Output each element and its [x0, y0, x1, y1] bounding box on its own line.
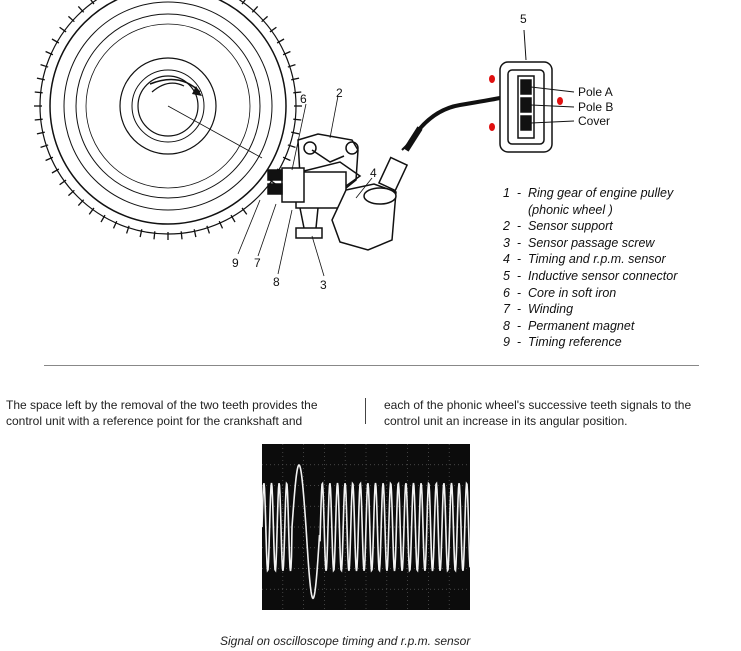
legend-dash [510, 202, 528, 219]
paragraph-right-line-1: each of the phonic wheel's successive te… [384, 398, 692, 412]
legend-item: 6-Core in soft iron [496, 285, 736, 302]
legend-text: Timing reference [528, 335, 622, 350]
legend-number: 1 [503, 186, 510, 200]
legend-item: 9-Timing reference [496, 334, 736, 351]
timing-sensor [331, 139, 413, 251]
legend-item: 1-Ring gear of engine pulley [496, 185, 736, 202]
inductive-connector [499, 29, 575, 153]
legend-number: 3 [503, 235, 510, 250]
cover-label: Cover [578, 114, 611, 128]
legend-item: 5-Inductive sensor connector [496, 268, 736, 285]
part-number-3: 3 [320, 278, 327, 292]
legend-dash: - [516, 318, 522, 333]
legend-number: 8 [503, 318, 510, 333]
legend-item: 7-Winding [496, 301, 736, 318]
legend-dash: - [516, 335, 522, 350]
legend-text: Winding [528, 302, 574, 317]
legend-number: 7 [503, 302, 510, 317]
connector-markers [489, 75, 563, 131]
legend-dash: - [516, 268, 522, 283]
legend-text: (phonic wheel ) [528, 202, 613, 217]
legend-text: Sensor passage screw [528, 235, 655, 250]
column-separator [365, 398, 366, 424]
part-number-6: 6 [300, 92, 307, 106]
paragraph-right-line-2: control unit an increase in its angular … [384, 414, 628, 428]
legend-number: 2 [503, 219, 510, 234]
sensor-cable [403, 96, 501, 152]
paragraph-left: The space left by the removal of the two… [6, 397, 318, 429]
part-number-4: 4 [370, 166, 377, 180]
legend-dash: - [516, 186, 522, 200]
part-number-8: 8 [273, 275, 280, 289]
paragraph-left-line-2: control unit with a reference point for … [6, 414, 303, 428]
legend-item: 8-Permanent magnet [496, 318, 736, 335]
part-number-5: 5 [520, 12, 527, 26]
legend-number [496, 202, 510, 219]
legend-text: Timing and r.p.m. sensor [528, 252, 666, 267]
legend-dash: - [516, 219, 522, 234]
paragraph-left-line-1: The space left by the removal of the two… [6, 398, 318, 412]
parts-legend: 1-Ring gear of engine pulley(phonic whee… [496, 185, 736, 351]
legend-dash: - [516, 252, 522, 267]
legend-dash: - [516, 285, 522, 300]
legend-dash: - [516, 235, 522, 250]
legend-number: 6 [503, 285, 510, 300]
leader-lines [237, 95, 373, 277]
oscilloscope-caption: Signal on oscilloscope timing and r.p.m.… [220, 634, 471, 648]
pole-a-label: Pole A [578, 85, 613, 99]
legend-text: Ring gear of engine pulley [528, 186, 674, 200]
phonic-wheel [34, 0, 302, 240]
legend-item: 3-Sensor passage screw [496, 235, 736, 252]
legend-number: 9 [503, 335, 510, 350]
sensor-diagram [34, 0, 575, 277]
legend-text: Inductive sensor connector [528, 268, 678, 283]
paragraph-right: each of the phonic wheel's successive te… [384, 397, 691, 429]
legend-item: (phonic wheel ) [496, 202, 736, 219]
legend-text: Sensor support [528, 219, 613, 234]
legend-text: Core in soft iron [528, 285, 617, 300]
part-number-7: 7 [254, 256, 261, 270]
legend-dash: - [516, 302, 522, 317]
pole-b-label: Pole B [578, 100, 614, 114]
legend-number: 4 [503, 252, 510, 267]
legend-number: 5 [503, 268, 510, 283]
legend-text: Permanent magnet [528, 318, 635, 333]
part-number-9: 9 [232, 256, 239, 270]
legend-item: 4-Timing and r.p.m. sensor [496, 251, 736, 268]
section-divider [44, 365, 699, 366]
oscilloscope-display [262, 444, 470, 610]
legend-item: 2-Sensor support [496, 218, 736, 235]
part-number-2: 2 [336, 86, 343, 100]
